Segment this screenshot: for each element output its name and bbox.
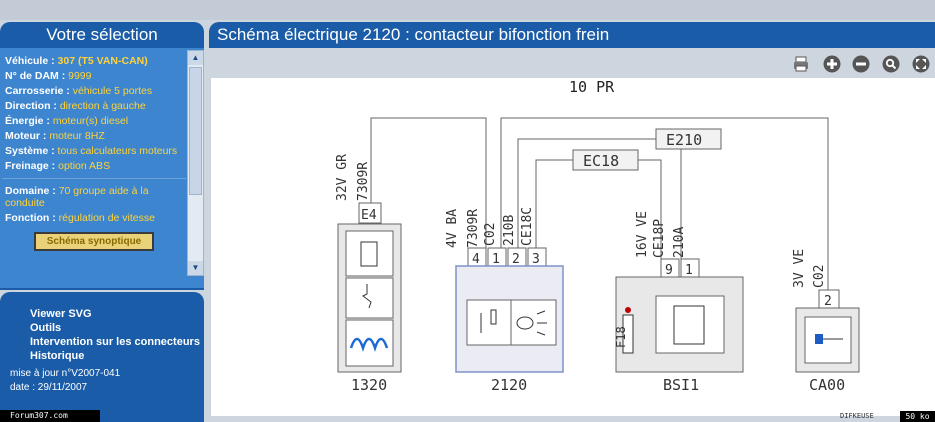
wire-text-1: 32V GR <box>335 154 350 201</box>
component-1320-label: 1320 <box>351 376 387 394</box>
wire-texts: 32V GR 7309R 4V BA 7309R C02 210B CE18C … <box>335 154 827 288</box>
wire-text-8b: C02 <box>812 265 827 288</box>
footer-logo: DIFKEUSE <box>840 412 874 420</box>
update-info: mise à jour n°V2007-041 <box>10 368 121 379</box>
scroll-thumb[interactable] <box>189 67 202 195</box>
file-size-badge: 50 ko <box>900 411 935 422</box>
component-ca00-label: CA00 <box>809 376 845 394</box>
wire-text-4: 210B <box>502 215 517 246</box>
pin-bsi1-1: 1 <box>685 263 693 278</box>
magnifier-icon[interactable] <box>882 55 900 73</box>
menu-tools[interactable]: Outils <box>30 322 62 334</box>
vehicle-selection-panel: Véhicule : 307 (T5 VAN-CAN) N° de DAM : … <box>0 48 204 290</box>
sidebar-menu: Viewer SVG Outils Intervention sur les c… <box>0 292 204 422</box>
menu-viewer-svg[interactable]: Viewer SVG <box>30 308 92 320</box>
wire-box-e210-label: E210 <box>666 131 702 149</box>
field-function: Fonction : régulation de vitesse <box>5 212 155 224</box>
page-title: Schéma électrique 2120 : contacteur bifo… <box>209 22 935 48</box>
synoptic-diagram-button[interactable]: Schéma synoptique <box>34 232 154 251</box>
coil-icon <box>349 337 389 352</box>
field-engine: Moteur : moteur 8HZ <box>5 130 105 142</box>
wire-text-3: C02 <box>483 223 498 246</box>
wire-box-ec18 <box>572 149 639 171</box>
pin-1320 <box>358 202 382 224</box>
top-label: 10 PR <box>569 78 615 96</box>
wires <box>370 117 829 290</box>
pin-ca00: 2 <box>824 294 832 309</box>
pin-2120-3: 3 <box>532 252 540 267</box>
wire-text-2b: 7309R <box>466 209 481 248</box>
field-vehicle: Véhicule : 307 (T5 VAN-CAN) <box>5 55 148 67</box>
zoom-in-icon[interactable] <box>823 55 841 73</box>
field-brakes: Freinage : option ABS <box>5 160 111 172</box>
fit-icon[interactable] <box>912 55 930 73</box>
wire-box-ec18-label: EC18 <box>583 152 619 170</box>
pin-2120-2: 2 <box>512 252 520 267</box>
pin-2120-1: 1 <box>492 252 500 267</box>
wire-text-7: 210A <box>672 227 687 258</box>
component-2120-label: 2120 <box>491 376 527 394</box>
wire-text-1b: 7309R <box>356 162 371 201</box>
menu-history[interactable]: Historique <box>30 350 85 362</box>
sidebar-title: Votre sélection <box>0 22 204 48</box>
field-energy: Énergie : moteur(s) diesel <box>5 115 129 127</box>
wire-text-6: 16V VE <box>635 211 650 258</box>
forum-watermark: Forum307.com <box>0 410 100 422</box>
field-steering: Direction : direction à gauche <box>5 100 146 112</box>
wire-box-e210 <box>655 128 722 150</box>
selection-scrollbar[interactable]: ▲ ▼ <box>187 50 204 276</box>
pin-1320-label: E4 <box>361 208 377 223</box>
print-icon[interactable] <box>792 55 810 73</box>
wire-text-5: CE18C <box>520 207 535 246</box>
field-domain: Domaine : 70 groupe aide à la conduite <box>5 185 149 209</box>
wire-text-2: 4V BA <box>445 209 460 248</box>
field-system: Système : tous calculateurs moteurs <box>5 145 178 157</box>
component-bsi1-label: BSI1 <box>663 376 699 394</box>
diagram-toolbar <box>209 48 935 78</box>
field-dam: N° de DAM : 9999 <box>5 70 92 82</box>
menu-connectors[interactable]: Intervention sur les connecteurs <box>30 336 200 348</box>
diagram-canvas[interactable]: 10 PR E210 EC18 32V GR 7309R 4V BA 7309R… <box>211 78 935 416</box>
scroll-up-icon[interactable]: ▲ <box>188 51 203 65</box>
pin-bsi1-9: 9 <box>665 263 673 278</box>
pin-2120-4: 4 <box>472 252 480 267</box>
fuse-label: F18 <box>614 326 628 348</box>
update-date: date : 29/11/2007 <box>10 382 88 393</box>
zoom-out-icon[interactable] <box>852 55 870 73</box>
selection-details: Véhicule : 307 (T5 VAN-CAN) N° de DAM : … <box>2 50 186 286</box>
divider <box>2 178 186 179</box>
field-body: Carrosserie : véhicule 5 portes <box>5 85 153 97</box>
browser-top-bar <box>0 0 935 20</box>
wire-text-8: 3V VE <box>792 249 807 288</box>
wire-text-6b: CE18P <box>652 219 667 258</box>
scroll-down-icon[interactable]: ▼ <box>188 261 203 275</box>
wiring-diagram: 10 PR E210 EC18 32V GR 7309R 4V BA 7309R… <box>335 78 860 394</box>
